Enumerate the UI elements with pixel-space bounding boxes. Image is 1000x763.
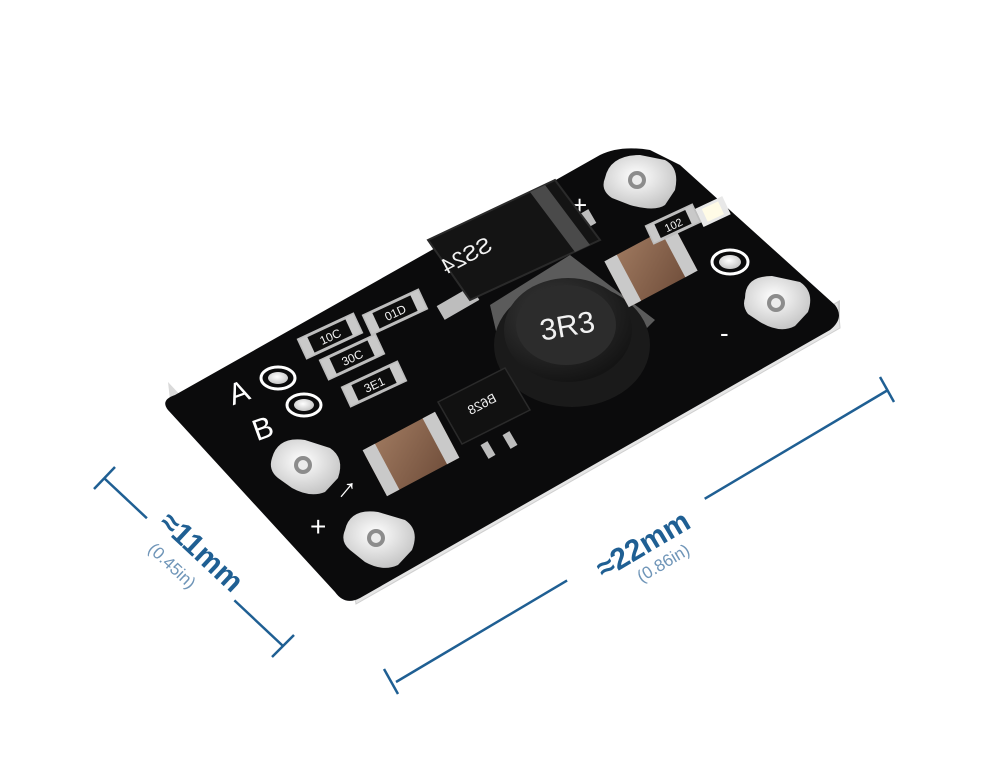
resistor-3e1: 3E1	[340, 360, 408, 408]
resistor-10c: 10C	[296, 312, 364, 360]
diode-ss24: SS24	[426, 178, 602, 320]
pad-left-top	[270, 439, 341, 495]
silkscreen-minus-right: -	[720, 318, 729, 348]
inductor-3r3: 3R3	[490, 255, 655, 407]
led	[695, 196, 731, 227]
length-dimension-tick-right	[878, 376, 896, 403]
pad-oval-a	[259, 365, 297, 391]
length-dimension: ≈22mm (0.86in)	[382, 376, 896, 695]
width-dimension-tick-bottom	[271, 634, 295, 658]
pad-left-bottom	[343, 511, 415, 568]
resistor-30c: 30C	[318, 333, 386, 381]
silkscreen-plus-bottom: +	[310, 511, 326, 542]
resistor-01d: 01D	[361, 288, 429, 336]
pad-oval-b	[285, 392, 323, 418]
pad-right	[744, 276, 811, 330]
pad-top-right	[603, 155, 677, 209]
pcb-module: A B + - + ↑ SS24 3R3	[165, 148, 841, 605]
width-dimension-gap	[112, 482, 268, 638]
capacitor-bottom	[362, 411, 460, 497]
pad-oval-right	[710, 248, 750, 276]
resistor-led: 102	[644, 203, 702, 245]
length-dimension-gap	[558, 484, 738, 636]
ic-chip: B628	[436, 367, 532, 459]
width-dimension-tick-top	[93, 466, 116, 490]
length-dimension-tick-left	[382, 668, 400, 695]
capacitor-top	[604, 224, 698, 308]
